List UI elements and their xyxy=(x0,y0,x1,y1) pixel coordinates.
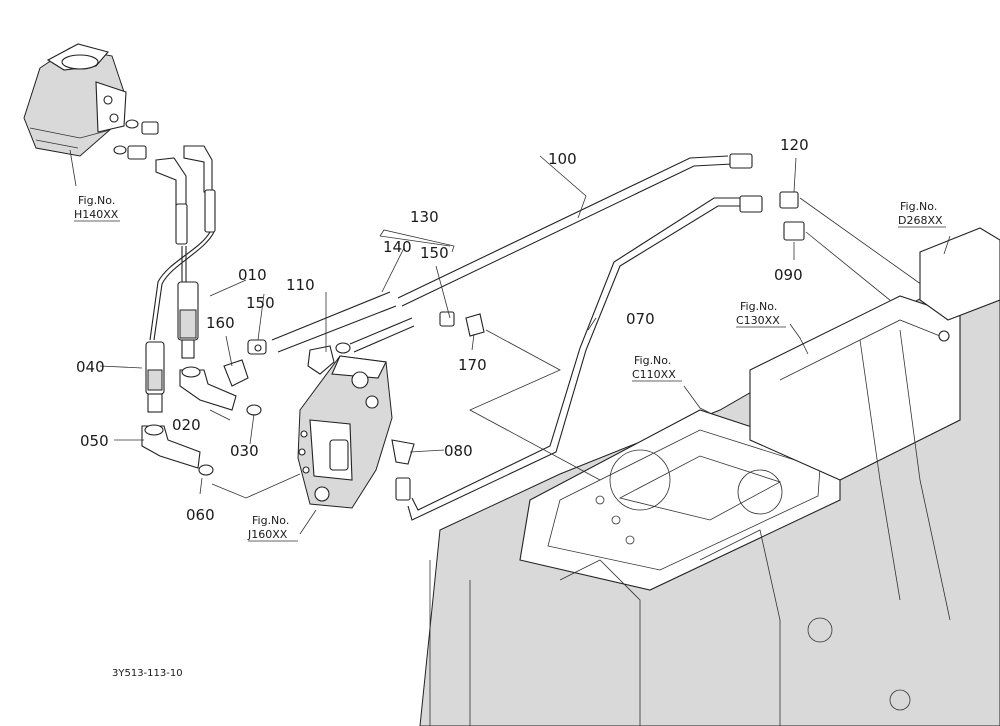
fig-ref-label: Fig.No. xyxy=(252,514,289,527)
hoses xyxy=(145,231,215,413)
part-label: 090 xyxy=(774,266,803,284)
part-label: 020 xyxy=(172,416,201,434)
pipes xyxy=(271,153,947,521)
fig-ref-label: Fig.No. xyxy=(740,300,777,313)
fig-ref-number: H140XX xyxy=(74,208,119,221)
transmission-case-drawing xyxy=(419,227,1000,726)
part-label: 110 xyxy=(286,276,315,294)
steering-unit-drawing xyxy=(23,43,216,245)
fig-ref-label: Fig.No. xyxy=(634,354,671,367)
part-label: 040 xyxy=(76,358,105,376)
fig-ref-number: C130XX xyxy=(736,314,780,327)
leader-lines xyxy=(69,149,951,535)
fig-ref-number: C110XX xyxy=(632,368,676,381)
drawing-code: 3Y513-113-10 xyxy=(112,668,183,679)
part-label: 010 xyxy=(238,266,267,284)
part-labels: 100 120 130 140 150 090 010 110 150 160 … xyxy=(76,136,809,524)
part-label: 140 xyxy=(383,238,412,256)
part-label: 070 xyxy=(626,310,655,328)
part-label: 170 xyxy=(458,356,487,374)
fig-ref-label: Fig.No. xyxy=(78,194,115,207)
part-label: 050 xyxy=(80,432,109,450)
part-label: 030 xyxy=(230,442,259,460)
part-label: 150 xyxy=(246,294,275,312)
control-valve-drawing xyxy=(297,342,415,509)
figure-references: Fig.No. H140XX Fig.No. D268XX Fig.No. C1… xyxy=(74,194,946,542)
fig-ref-number: J160XX xyxy=(247,528,288,541)
part-label: 100 xyxy=(548,150,577,168)
part-label: 150 xyxy=(420,244,449,262)
part-label: 160 xyxy=(206,314,235,332)
part-label: 130 xyxy=(410,208,439,226)
part-label: 080 xyxy=(444,442,473,460)
part-label: 060 xyxy=(186,506,215,524)
part-label: 120 xyxy=(780,136,809,154)
fig-ref-number: D268XX xyxy=(898,214,943,227)
fig-ref-label: Fig.No. xyxy=(900,200,937,213)
group-bracket xyxy=(379,229,455,253)
